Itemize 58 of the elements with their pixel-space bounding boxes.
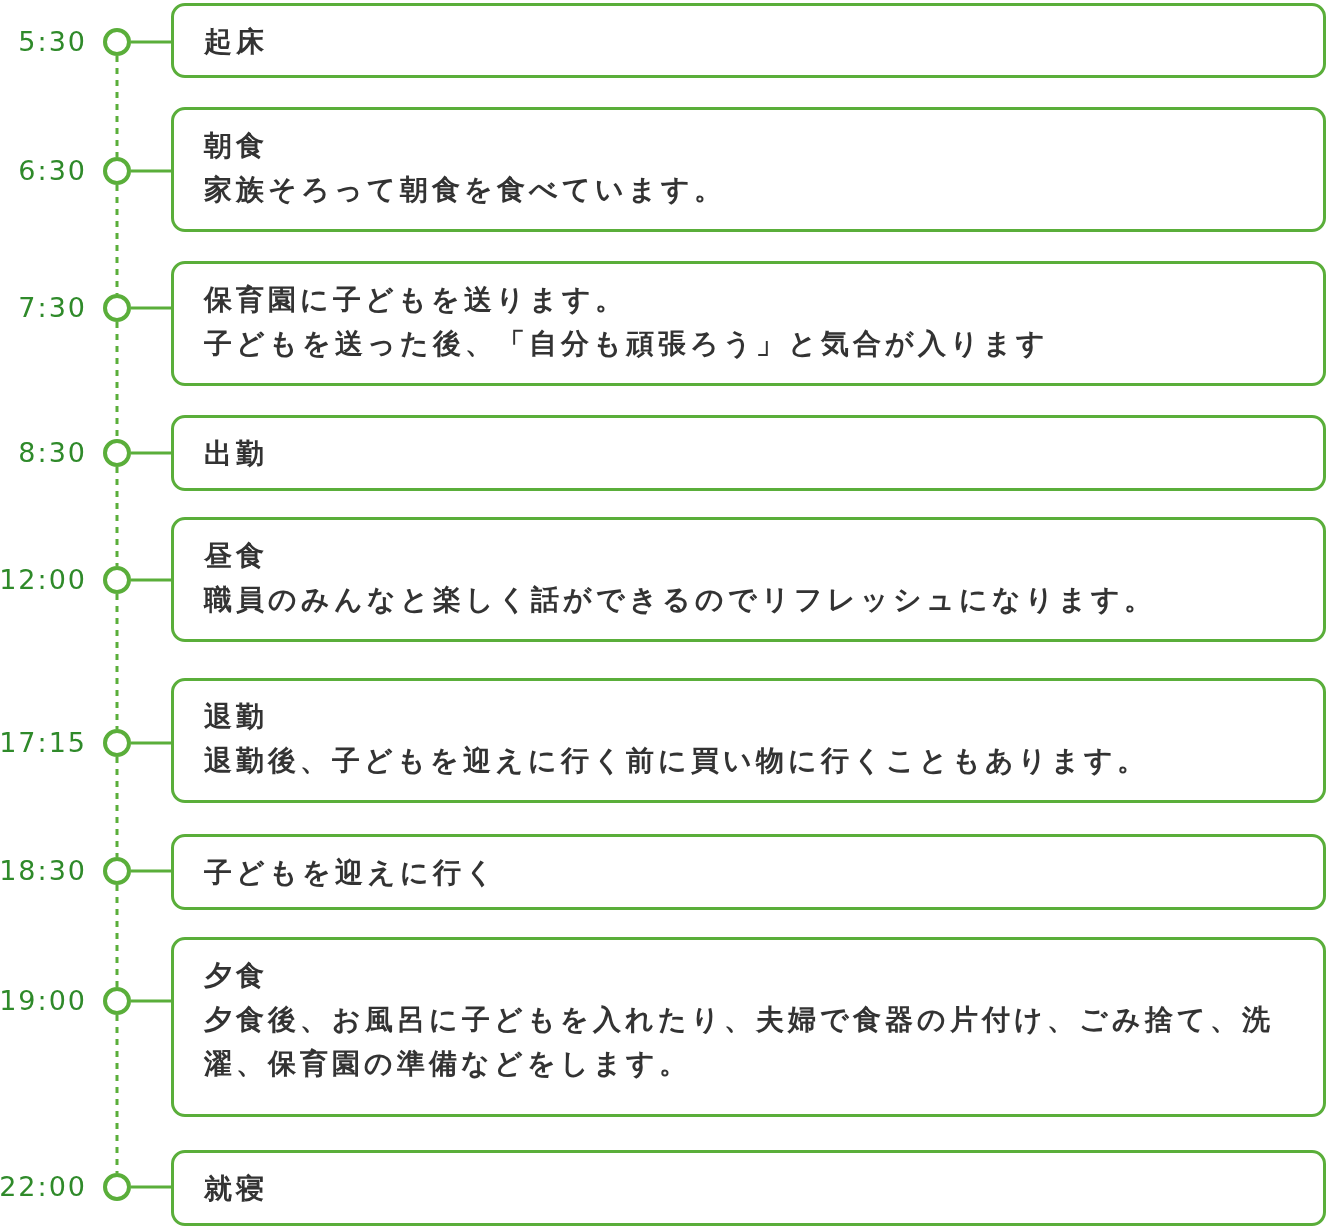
timeline-dot — [103, 566, 131, 594]
time-label: 18:30 — [0, 856, 87, 886]
time-label: 6:30 — [17, 156, 87, 186]
connector-line — [131, 1185, 171, 1189]
timeline-dot — [103, 439, 131, 467]
timeline-line — [115, 757, 119, 857]
connector-line — [131, 578, 171, 582]
time-label: 19:00 — [0, 986, 87, 1016]
activity-box — [171, 678, 1326, 803]
connector-line — [131, 999, 171, 1003]
activity-box — [171, 415, 1326, 491]
connector-line — [131, 451, 171, 455]
timeline-line — [115, 594, 119, 729]
time-label: 7:30 — [17, 293, 87, 323]
timeline-dot — [103, 28, 131, 56]
activity-box — [171, 3, 1326, 78]
activity-box — [171, 517, 1326, 642]
connector-line — [131, 40, 171, 44]
activity-description: 退勤後、子どもを迎えに行く前に買い物に行くこともあります。 — [204, 743, 1150, 779]
activity-title: 就寝 — [204, 1171, 269, 1207]
timeline-line — [115, 322, 119, 439]
timeline-dot — [103, 987, 131, 1015]
connector-line — [131, 741, 171, 745]
activity-description: 子どもを送った後、「自分も頑張ろう」と気合が入ります — [204, 326, 1050, 362]
activity-box — [171, 937, 1326, 1117]
timeline-line — [115, 56, 119, 157]
activity-description: 家族そろって朝食を食べています。 — [204, 172, 727, 208]
activity-title: 夕食 — [204, 958, 269, 994]
timeline-line — [115, 1015, 119, 1173]
activity-box — [171, 1150, 1326, 1226]
activity-box — [171, 107, 1326, 232]
connector-line — [131, 869, 171, 873]
time-label: 5:30 — [17, 27, 87, 57]
timeline-dot — [103, 157, 131, 185]
timeline-line — [115, 185, 119, 294]
connector-line — [131, 306, 171, 310]
activity-description: 夕食後、お風呂に子どもを入れたり、夫婦で食器の片付け、ごみ捨て、洗濯、保育園の準備などをします。 — [204, 1002, 1275, 1082]
activity-title: 朝食 — [204, 128, 269, 164]
activity-title: 退勤 — [204, 699, 269, 735]
activity-title: 子どもを迎えに行く — [204, 855, 499, 891]
timeline-line — [115, 885, 119, 987]
timeline-dot — [103, 729, 131, 757]
activity-title: 保育園に子どもを送ります。 — [204, 282, 628, 318]
timeline-dot — [103, 1173, 131, 1201]
timeline-dot — [103, 857, 131, 885]
activity-box — [171, 834, 1326, 910]
time-label: 12:00 — [0, 565, 87, 595]
timeline-dot — [103, 294, 131, 322]
time-label: 8:30 — [17, 438, 87, 468]
activity-title: 昼食 — [204, 538, 269, 574]
activity-box — [171, 261, 1326, 386]
time-label: 17:15 — [0, 728, 87, 758]
activity-title: 出勤 — [204, 436, 269, 472]
timeline-line — [115, 467, 119, 566]
connector-line — [131, 169, 171, 173]
activity-title: 起床 — [204, 24, 269, 60]
time-label: 22:00 — [0, 1172, 87, 1202]
activity-description: 職員のみんなと楽しく話ができるのでリフレッシュになります。 — [204, 582, 1157, 618]
